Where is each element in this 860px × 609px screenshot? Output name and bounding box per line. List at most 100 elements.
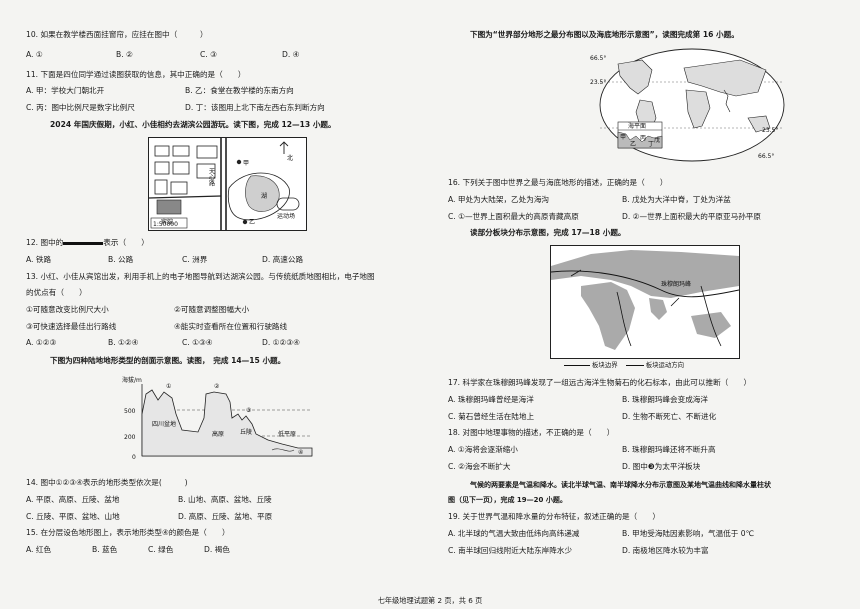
plain-label: 低平原 [278, 430, 296, 438]
q12-option-d[interactable]: D. 高速公路 [262, 255, 304, 264]
q10-option-c[interactable]: C. ③ [200, 50, 217, 59]
page-footer: 七年级地理试题第 2 页，共 6 页 [377, 596, 483, 605]
motion-arrow-symbol [625, 364, 644, 366]
q19-option-a[interactable]: A. 北半球的气温大致由低纬向高纬递减 [448, 529, 580, 538]
plate-legend: 板块边界 板块运动方向 [564, 360, 684, 369]
q19-stem: 19. 关于世界气温和降水量的分布特征，叙述正确的是（ ） [448, 512, 660, 521]
lat-66-5-n: 66.5° [590, 55, 606, 62]
lat-66-5-s: 66.5° [758, 153, 774, 160]
q16-option-d[interactable]: D. ②—世界上面积最大的平原亚马孙平原 [622, 212, 761, 221]
q14-option-b[interactable]: B. 山地、高原、盆地、丘陵 [178, 495, 272, 504]
q19-option-d[interactable]: D. 南极地区降水较为丰富 [622, 546, 709, 555]
q14-option-a[interactable]: A. 平原、高原、丘陵、盆地 [26, 495, 120, 504]
plate-map: 珠穆朗玛峰 [550, 245, 740, 359]
q15-stem: 15. 在分层设色地形图上，表示地形类型④的颜色是（ ） [26, 528, 230, 537]
q16-option-b[interactable]: B. 戊处为大洋中脊，丁处为洋盆 [622, 195, 731, 204]
q16-option-a[interactable]: A. 甲处为大陆架，乙处为海沟 [448, 195, 550, 204]
world-landform-map: 23.5° 66.5° 23.5° 66.5° 海平面 甲 乙 丙 丁 戊 [590, 46, 790, 164]
binguan-label: 宾馆 [161, 218, 173, 226]
profile-tick-500: 500 [124, 408, 136, 415]
terrain-profile: 海拔/m 500 200 0 四川盆地 高原 丘陵 低平原 ① ② ③ ④ [122, 374, 317, 464]
q12-option-c[interactable]: C. 洲界 [182, 255, 208, 264]
q18-stem: 18. 对图中地理事物的描述，不正确的是（ ） [448, 428, 615, 437]
q12-option-b[interactable]: B. 公路 [108, 255, 134, 264]
q13-option-a[interactable]: A. ①②③ [26, 338, 57, 347]
q17-option-a[interactable]: A. 珠穆朗玛峰曾经是海洋 [448, 395, 534, 404]
hill-label: 丘陵 [240, 428, 252, 436]
intro-16: 下图为“世界部分地形之最分布图以及海底地形示意图”，读图完成第 16 小题。 [470, 30, 739, 39]
q10-option-b[interactable]: B. ② [116, 50, 133, 59]
q14-stem: 14. 图中①②③④表示的地形类型依次是( ) [26, 478, 188, 487]
profile-tick-200: 200 [124, 434, 136, 441]
everest-label: 珠穆朗玛峰 [661, 280, 691, 288]
q12-option-a[interactable]: A. 铁路 [26, 255, 52, 264]
q10-option-d[interactable]: D. ④ [282, 50, 300, 59]
legend-boundary: 板块边界 [592, 361, 618, 369]
north-label: 北 [287, 154, 293, 162]
map-scale: 1:50000 [153, 221, 178, 228]
inset-ding: 丁 [648, 141, 654, 148]
q11-option-a[interactable]: A. 甲：学校大门朝北开 [26, 86, 105, 95]
inset-bing: 丙 [640, 135, 646, 142]
q16-option-c[interactable]: C. ①—世界上面积最大的高原青藏高原 [448, 212, 579, 221]
legend-motion: 板块运动方向 [645, 361, 685, 369]
intro-12-13: 2024 年国庆假期，小红、小佳相约去湖滨公园游玩。读下图，完成 12—13 小… [50, 120, 336, 129]
q17-option-c[interactable]: C. 菊石曾经生活在陆地上 [448, 412, 535, 421]
intro-17-18: 读部分板块分布示意图，完成 17—18 小题。 [470, 228, 626, 237]
lake-label: 湖 [261, 192, 267, 200]
yi-label: 乙 [249, 219, 255, 226]
q11-option-d[interactable]: D. 丁：该图用上北下南左西右东判断方向 [185, 103, 325, 112]
q15-option-a[interactable]: A. 红色 [26, 545, 52, 554]
sichuan-basin-label: 四川盆地 [152, 420, 176, 428]
boundary-line-symbol [564, 364, 590, 366]
intro-19-20-line1: 气候的两要素是气温和降水。读北半球气温、南半球降水分布示意图及某地气温曲线和降水… [470, 481, 771, 489]
q13-statement-3: ③可快速选择最佳出行路线 [26, 322, 117, 331]
q18-option-a[interactable]: A. ①海将会逐渐缩小 [448, 445, 518, 454]
q17-option-d[interactable]: D. 生物不断死亡、不断进化 [622, 412, 717, 421]
q14-option-d[interactable]: D. 高原、丘陵、盆地、平原 [178, 512, 273, 521]
q15-option-d[interactable]: D. 褐色 [204, 545, 230, 554]
q13-stem-line1: 13. 小红、小佳从宾馆出发，利用手机上的电子地图导航到达湖滨公园。与传统纸质地… [26, 272, 375, 281]
profile-marker-1: ① [166, 383, 171, 390]
q13-stem-line2: 的优点有（ ） [26, 288, 87, 297]
q18-option-b[interactable]: B. 珠穆朗玛峰还将不断升高 [622, 445, 716, 454]
q15-option-b[interactable]: B. 蓝色 [92, 545, 118, 554]
inset-jia: 甲 [620, 134, 626, 141]
profile-tick-0: 0 [132, 454, 136, 461]
q13-statement-4: ④能实时查看所在位置和行驶路线 [174, 322, 288, 331]
q17-option-b[interactable]: B. 珠穆朗玛峰会变成海洋 [622, 395, 708, 404]
q14-option-c[interactable]: C. 丘陵、平原、盆地、山地 [26, 512, 120, 521]
inset-wu: 戊 [654, 136, 660, 144]
q17-stem: 17. 科学家在珠穆朗玛峰发现了一组远古海洋生物菊石的化石标本，由此可以推断（ … [448, 378, 752, 387]
profile-marker-4: ④ [298, 449, 303, 456]
q13-option-b[interactable]: B. ①②④ [108, 338, 139, 347]
q18-option-d[interactable]: D. 图中❸为太平洋板块 [622, 462, 701, 471]
lat-23-5-s: 23.5° [762, 127, 778, 134]
q10-option-a[interactable]: A. ① [26, 50, 43, 59]
park-map-svg: 天心路 北 甲 乙 湖 宾馆 运动场 1:50000 [149, 138, 306, 230]
sports-label: 运动场 [277, 212, 295, 220]
intro-19-20-line2: 图（见下一页），完成 19—20 小题。 [448, 496, 567, 504]
sea-level-label: 海平面 [628, 122, 646, 130]
q11-option-c[interactable]: C. 丙：图中比例尺是数字比例尺 [26, 103, 135, 112]
q18-option-c[interactable]: C. ②海会不断扩大 [448, 462, 511, 471]
q11-stem: 11. 下面是四位同学通过读图获取的信息，其中正确的是（ ） [26, 70, 246, 79]
q11-option-b[interactable]: B. 乙：食堂在教学楼的东南方向 [185, 86, 294, 95]
plateau-label: 高原 [212, 430, 224, 438]
park-map: 天心路 北 甲 乙 湖 宾馆 运动场 1:50000 [148, 137, 307, 231]
q16-stem: 16. 下列关于图中世界之最与海底地形的描述，正确的是（ ） [448, 178, 668, 187]
world-landform-map-svg: 23.5° 66.5° 23.5° 66.5° 海平面 甲 乙 丙 丁 戊 [590, 48, 785, 162]
q15-option-c[interactable]: C. 绿色 [148, 545, 174, 554]
q13-option-d[interactable]: D. ①②③④ [262, 338, 300, 347]
q19-option-c[interactable]: C. 南半球回归线附近大陆东岸降水少 [448, 546, 573, 555]
profile-marker-3: ③ [246, 407, 251, 414]
intro-14-15: 下图为四种陆地地形类型的剖面示意图。读图， 完成 14—15 小题。 [50, 356, 286, 365]
terrain-profile-svg: 海拔/m 500 200 0 四川盆地 高原 丘陵 低平原 ① ② ③ ④ [122, 376, 313, 461]
q10-stem: 10. 如果在教学楼西面挂窗帘，应挂在图中（ ） [26, 30, 208, 39]
q12-stem: 12. 图中的表示（ ） [26, 238, 149, 248]
q13-option-c[interactable]: C. ①③④ [182, 338, 213, 347]
profile-ylabel: 海拔/m [122, 376, 142, 384]
q12-stem-post: 表示（ ） [103, 238, 149, 247]
inset-yi: 乙 [630, 141, 636, 148]
q19-option-b[interactable]: B. 甲地受海陆因素影响，气温低于 0℃ [622, 529, 755, 538]
